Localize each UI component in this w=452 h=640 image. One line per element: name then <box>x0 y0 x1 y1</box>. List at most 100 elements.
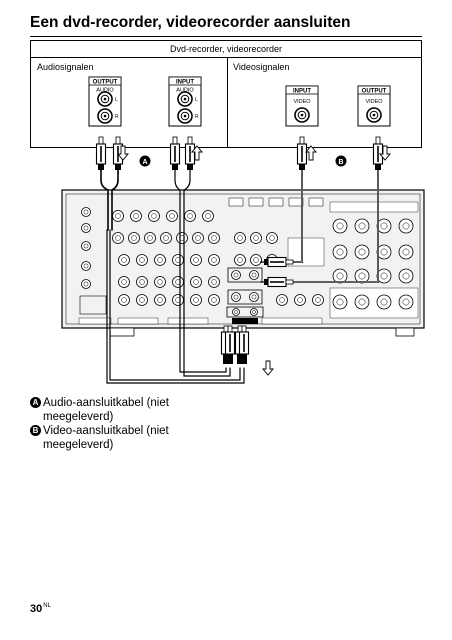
receiver-jack <box>112 232 124 244</box>
receiver-jack <box>332 244 348 260</box>
receiver-jack <box>81 279 91 289</box>
receiver-jack <box>231 292 241 302</box>
signal-flow-arrows <box>117 145 391 376</box>
audio-output-jack-l <box>97 91 113 107</box>
rca-plug <box>95 136 107 170</box>
receiver-jack <box>190 254 202 266</box>
receiver-jack <box>172 254 184 266</box>
cable-marker-b-label: B <box>338 159 343 166</box>
video-input-jack <box>294 107 310 123</box>
receiver-jack <box>172 276 184 288</box>
receiver-jack <box>249 270 259 280</box>
receiver-connector <box>288 197 304 207</box>
receiver-jack <box>398 218 414 234</box>
receiver-jack <box>172 294 184 306</box>
receiver-jack <box>354 244 370 260</box>
receiver-audio-plugs <box>220 325 250 364</box>
page-number-value: 30 <box>30 603 43 615</box>
receiver-jack <box>136 276 148 288</box>
video-output-title: OUTPUT <box>362 89 387 95</box>
receiver-jack <box>208 254 220 266</box>
receiver-foot-left <box>109 327 135 337</box>
receiver-jack <box>398 294 414 310</box>
audio-output-box: OUTPUT AUDIO L R <box>88 76 122 127</box>
audio-output-subtitle: AUDIO <box>96 88 114 94</box>
audio-input-jack-r <box>177 108 193 124</box>
receiver-connector <box>228 197 244 207</box>
receiver-jack <box>208 294 220 306</box>
receiver-video-plugs <box>260 256 294 288</box>
cable-marker-b: B <box>335 155 347 167</box>
cable-marker-a-label: A <box>142 159 147 166</box>
video-input-subtitle: VIDEO <box>293 99 311 105</box>
legend-text-video-cable: Video-aansluitkabel (niet meegeleverd) <box>43 425 169 451</box>
receiver-jack <box>231 270 241 280</box>
receiver-jack <box>398 244 414 260</box>
flow-arrow-icon <box>191 145 203 161</box>
audio-input-title: INPUT <box>176 80 194 86</box>
audio-output-jack-l-label: L <box>115 97 118 103</box>
receiver-jack <box>232 308 240 316</box>
legend-item-audio-cable: A Audio-aansluitkabel (niet meegeleverd) <box>30 396 220 424</box>
legend-marker-b: B <box>30 425 41 436</box>
receiver-jack <box>354 294 370 310</box>
receiver-jack <box>250 308 258 316</box>
flow-arrow-icon <box>262 360 274 376</box>
receiver-jack-grid <box>81 197 414 316</box>
receiver-jack <box>376 218 392 234</box>
page-number: 30NL <box>30 603 51 615</box>
receiver-jack <box>250 254 262 266</box>
audio-cable-a <box>100 169 245 384</box>
receiver-connector <box>308 197 324 207</box>
receiver-jack <box>81 261 91 271</box>
video-input-title: INPUT <box>293 89 311 95</box>
audio-input-jack-l-label: L <box>195 97 198 103</box>
receiver-jack <box>398 268 414 284</box>
audio-input-jack-l <box>177 91 193 107</box>
receiver-jack <box>376 294 392 310</box>
flow-arrow-icon <box>117 145 129 161</box>
receiver-jack <box>332 268 348 284</box>
rca-plug <box>264 256 294 268</box>
receiver-jack <box>202 210 214 222</box>
video-output-jack <box>366 107 382 123</box>
audio-section-label: Audiosignalen <box>37 62 94 72</box>
receiver-foot-right <box>395 327 415 337</box>
receiver-jack <box>81 223 91 233</box>
receiver-rear-panel <box>61 189 425 337</box>
receiver-jack <box>332 218 348 234</box>
receiver-jack <box>234 232 246 244</box>
receiver-jack <box>190 294 202 306</box>
device-panel-header-rule <box>31 57 421 58</box>
receiver-jack <box>118 276 130 288</box>
title-rule <box>30 36 422 37</box>
receiver-jack <box>208 276 220 288</box>
receiver-jack <box>154 276 166 288</box>
receiver-connector <box>248 197 264 207</box>
receiver-jack <box>136 254 148 266</box>
receiver-jack <box>112 210 124 222</box>
receiver-jack <box>312 294 324 306</box>
receiver-jack <box>118 294 130 306</box>
receiver-jack <box>249 292 259 302</box>
receiver-audio-out-jacks <box>226 306 264 318</box>
receiver-jack <box>332 294 348 310</box>
device-panel: Dvd-recorder, videorecorder Audiosignale… <box>30 40 422 148</box>
rca-plug <box>224 325 236 364</box>
audio-input-subtitle: AUDIO <box>176 88 194 94</box>
audio-input-box: INPUT AUDIO L R <box>168 76 202 127</box>
legend-marker-a: A <box>30 397 41 408</box>
receiver-connector <box>268 197 284 207</box>
receiver-jack <box>376 268 392 284</box>
audio-input-jack-r-label: R <box>195 114 199 120</box>
receiver-jack <box>294 294 306 306</box>
receiver-video-in-jacks <box>227 267 263 283</box>
receiver-jack <box>166 210 178 222</box>
receiver-jack <box>130 210 142 222</box>
page-title: Een dvd-recorder, videorecorder aansluit… <box>30 14 351 31</box>
legend-item-video-cable: B Video-aansluitkabel (niet meegeleverd) <box>30 424 220 452</box>
rca-plug <box>238 325 250 364</box>
page-language: NL <box>43 603 51 610</box>
receiver-jack <box>354 268 370 284</box>
